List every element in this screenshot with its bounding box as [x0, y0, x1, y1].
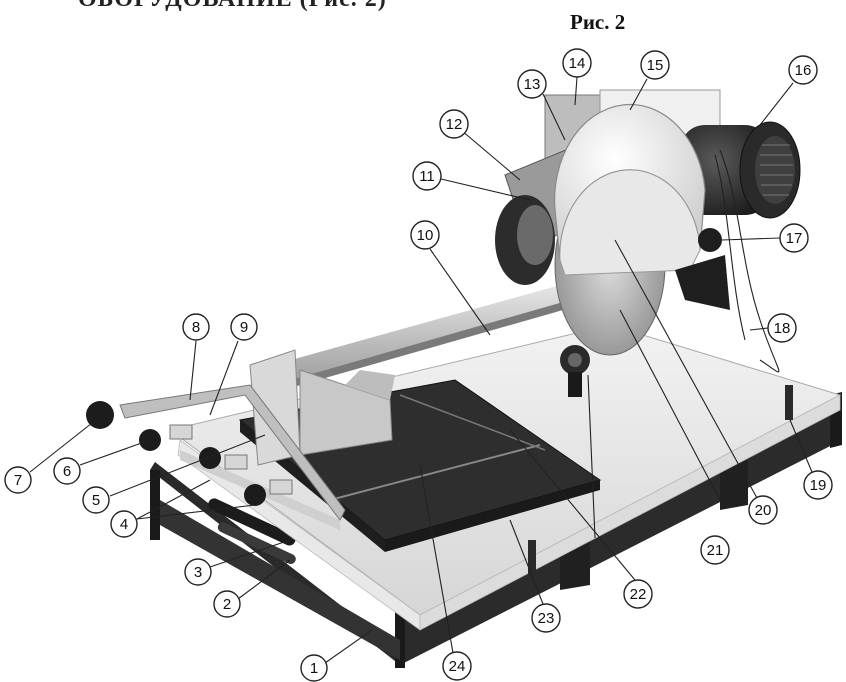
svg-text:7: 7 — [14, 472, 22, 489]
carry-handle — [208, 498, 296, 565]
callout-24: 24 — [442, 651, 472, 681]
callout-23: 23 — [531, 603, 561, 633]
svg-text:14: 14 — [569, 55, 586, 72]
svg-text:8: 8 — [192, 319, 200, 336]
svg-text:17: 17 — [786, 230, 803, 247]
svg-text:1: 1 — [310, 660, 318, 677]
clamp-knobs — [86, 401, 293, 506]
callout-6: 6 — [53, 457, 81, 485]
callout-21: 21 — [700, 535, 730, 565]
callout-13: 13 — [517, 69, 547, 99]
tray-clip — [785, 385, 793, 420]
leader-lines — [29, 76, 813, 664]
angle-fence — [249, 349, 395, 466]
svg-text:5: 5 — [92, 492, 100, 509]
svg-text:22: 22 — [630, 586, 647, 603]
svg-text:2: 2 — [223, 596, 231, 613]
svg-text:21: 21 — [707, 542, 724, 559]
pump-assembly — [560, 345, 590, 397]
splash-flap — [675, 255, 730, 310]
power-cable — [719, 149, 780, 373]
callout-17: 17 — [779, 223, 809, 253]
svg-text:13: 13 — [524, 76, 541, 93]
callout-3: 3 — [184, 558, 212, 586]
adjust-knob — [698, 228, 722, 252]
svg-text:12: 12 — [446, 116, 463, 133]
callout-16: 16 — [788, 55, 818, 85]
svg-text:6: 6 — [63, 463, 71, 480]
callout-10: 10 — [410, 220, 440, 250]
callout-15: 15 — [640, 50, 670, 80]
tray-clip — [528, 540, 536, 575]
svg-text:20: 20 — [755, 502, 772, 519]
callout-22: 22 — [623, 579, 653, 609]
svg-text:23: 23 — [538, 610, 555, 627]
svg-text:10: 10 — [417, 227, 434, 244]
callout-9: 9 — [230, 313, 258, 341]
blade-guard — [554, 103, 706, 276]
hose — [714, 154, 746, 341]
callout-2: 2 — [213, 590, 241, 618]
callout-19: 19 — [803, 470, 833, 500]
svg-text:3: 3 — [194, 564, 202, 581]
cut-off-heading: ОБОРУДОВАНИЕ (Рис. 2) — [78, 0, 387, 13]
callout-14: 14 — [562, 48, 592, 78]
callout-11: 11 — [412, 161, 442, 191]
callout-18: 18 — [767, 313, 797, 343]
svg-text:11: 11 — [419, 168, 435, 185]
svg-text:15: 15 — [647, 57, 664, 74]
svg-text:4: 4 — [120, 516, 128, 533]
svg-text:9: 9 — [240, 319, 248, 336]
callout-4: 4 — [110, 510, 138, 538]
callout-7: 7 — [4, 466, 32, 494]
callout-12: 12 — [439, 109, 469, 139]
svg-text:16: 16 — [795, 62, 812, 79]
callout-1: 1 — [300, 654, 328, 682]
callout-5: 5 — [82, 486, 110, 514]
svg-text:18: 18 — [774, 320, 791, 337]
svg-text:24: 24 — [449, 658, 466, 675]
callout-8: 8 — [182, 313, 210, 341]
guide-rail — [255, 285, 570, 396]
figure-caption: Рис. 2 — [570, 10, 626, 34]
callout-20: 20 — [748, 495, 778, 525]
svg-text:19: 19 — [810, 477, 827, 494]
callout-group: 1 2 3 4 5 6 7 8 9 10 11 12 13 14 15 16 1… — [4, 48, 833, 682]
